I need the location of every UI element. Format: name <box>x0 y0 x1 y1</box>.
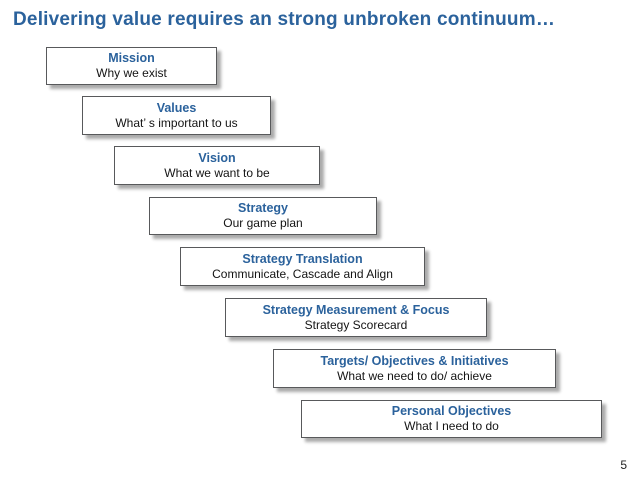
box-vision: Vision What we want to be <box>114 146 320 185</box>
box-heading: Strategy <box>237 201 289 215</box>
slide-title: Delivering value requires an strong unbr… <box>13 9 556 30</box>
box-heading: Targets/ Objectives & Initiatives <box>320 353 509 368</box>
box-targets-objectives: Targets/ Objectives & Initiatives What w… <box>273 349 556 388</box>
box-values: Values What’ s important to us <box>82 96 271 135</box>
box-heading: Strategy Measurement & Focus <box>262 302 450 317</box>
box-subtitle: Strategy Scorecard <box>304 317 408 332</box>
box-strategy: Strategy Our game plan <box>149 197 377 235</box>
box-heading: Personal Objectives <box>391 404 512 418</box>
box-subtitle: What’ s important to us <box>115 115 238 130</box>
box-subtitle: Why we exist <box>96 66 167 80</box>
box-strategy-translation: Strategy Translation Communicate, Cascad… <box>180 247 425 286</box>
box-subtitle: What we want to be <box>164 165 270 180</box>
box-strategy-measurement: Strategy Measurement & Focus Strategy Sc… <box>225 298 487 337</box>
box-heading: Vision <box>198 150 236 165</box>
box-heading: Mission <box>108 51 155 65</box>
box-mission: Mission Why we exist <box>46 47 217 85</box>
page-number: 5 <box>620 458 627 472</box>
box-heading: Values <box>156 100 197 115</box>
box-subtitle: What I need to do <box>404 419 499 433</box>
box-subtitle: Communicate, Cascade and Align <box>212 266 393 281</box>
box-heading: Strategy Translation <box>242 251 363 266</box>
box-personal-objectives: Personal Objectives What I need to do <box>301 400 602 438</box>
box-subtitle: Our game plan <box>223 216 303 230</box>
box-subtitle: What we need to do/ achieve <box>337 368 492 383</box>
